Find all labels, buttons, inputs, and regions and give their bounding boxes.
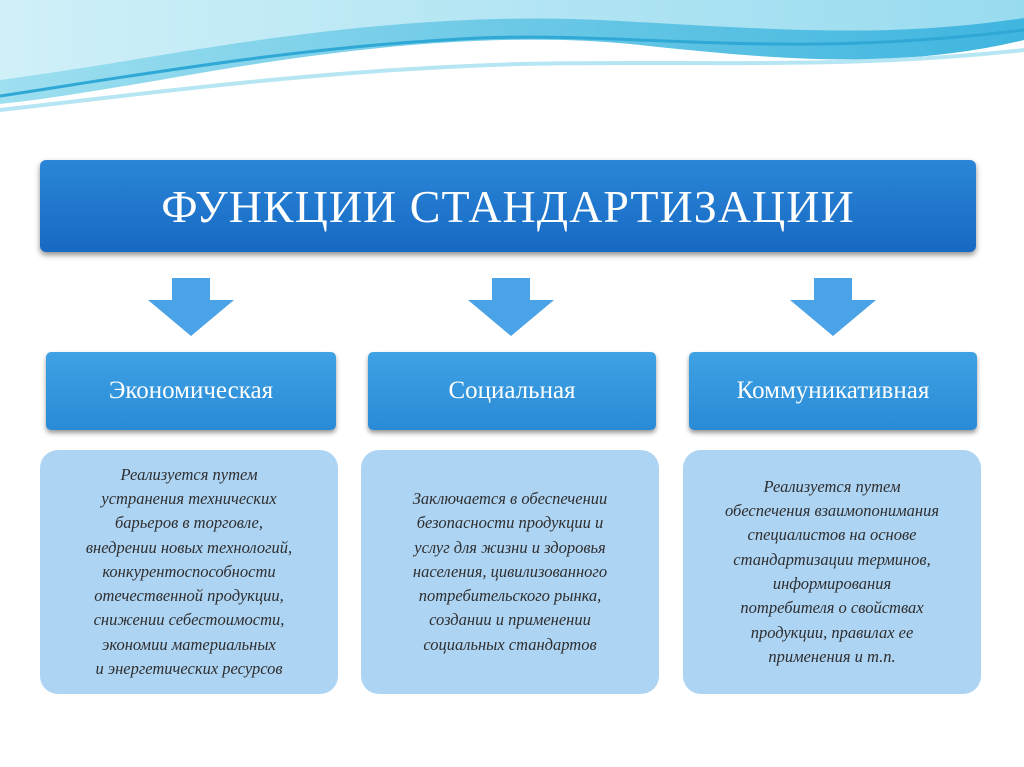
category-label: Экономическая <box>108 377 274 404</box>
down-arrow-icon <box>148 278 234 336</box>
description-text: Заключается в обеспечении безопасности п… <box>412 488 608 654</box>
description-text: Реализуется путем обеспечения взаимопони… <box>724 476 940 666</box>
description-social: Заключается в обеспечении безопасности п… <box>361 450 659 694</box>
category-economic: Экономическая <box>46 352 336 430</box>
down-arrow-icon <box>790 278 876 336</box>
category-communicative: Коммуникативная <box>689 352 977 430</box>
title-box: ФУНКЦИИ СТАНДАРТИЗАЦИИ <box>40 160 976 252</box>
category-label: Коммуникативная <box>736 377 930 404</box>
description-communicative: Реализуется путем обеспечения взаимопони… <box>683 450 981 694</box>
description-economic: Реализуется путем устранения технических… <box>40 450 338 694</box>
down-arrow-icon <box>468 278 554 336</box>
category-label: Социальная <box>448 377 576 404</box>
decorative-wave <box>0 0 1024 112</box>
page-title: ФУНКЦИИ СТАНДАРТИЗАЦИИ <box>161 180 855 232</box>
description-text: Реализуется путем устранения технических… <box>85 464 293 679</box>
category-social: Социальная <box>368 352 656 430</box>
